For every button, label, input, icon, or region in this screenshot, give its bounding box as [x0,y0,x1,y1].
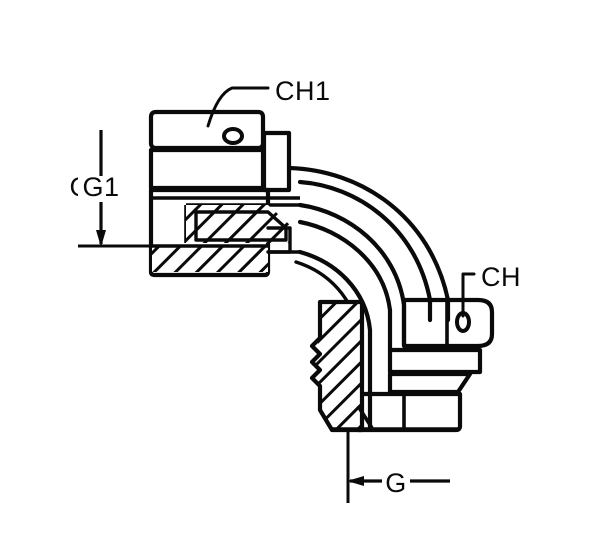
ch1-leader-line [206,86,270,128]
upper-swivel-nut-assembly [148,109,300,278]
g-label-mask [382,464,410,494]
ch-leader-line [461,272,476,318]
lower-bottom-chamfer [356,405,374,429]
upper-nut-thread-hatch [152,245,268,272]
ch-label: CH [481,262,521,292]
lower-flange-band [387,347,483,375]
g-arrowhead-icon [347,476,364,486]
elbow-inner-corner-arc [297,249,373,431]
g1-arrowhead-icon [96,230,106,247]
ch1-label: CH1 [275,76,331,106]
leader-ch1: CH1 [206,76,331,128]
g1-label-text: G1 [82,172,119,202]
upper-seat-outline [194,210,288,242]
dimension-g1: G1 G1 [69,130,152,248]
upper-collar-block [261,130,292,193]
upper-nut-lower-body [148,187,271,278]
elbow-mid-arc [297,202,407,348]
lower-hex-block [401,297,495,349]
elbow-bore-outer-arc [297,219,393,353]
lower-male-port-assembly [309,297,495,433]
g1-label-mask [78,176,124,202]
elbow-outer-arc [286,165,451,323]
leader-ch: CH [461,262,521,318]
g-label: G [385,468,407,498]
ch1-hex-mark-icon [222,127,244,145]
dimension-g: G [346,430,450,503]
elbow-outer-inner-arc [297,179,433,323]
